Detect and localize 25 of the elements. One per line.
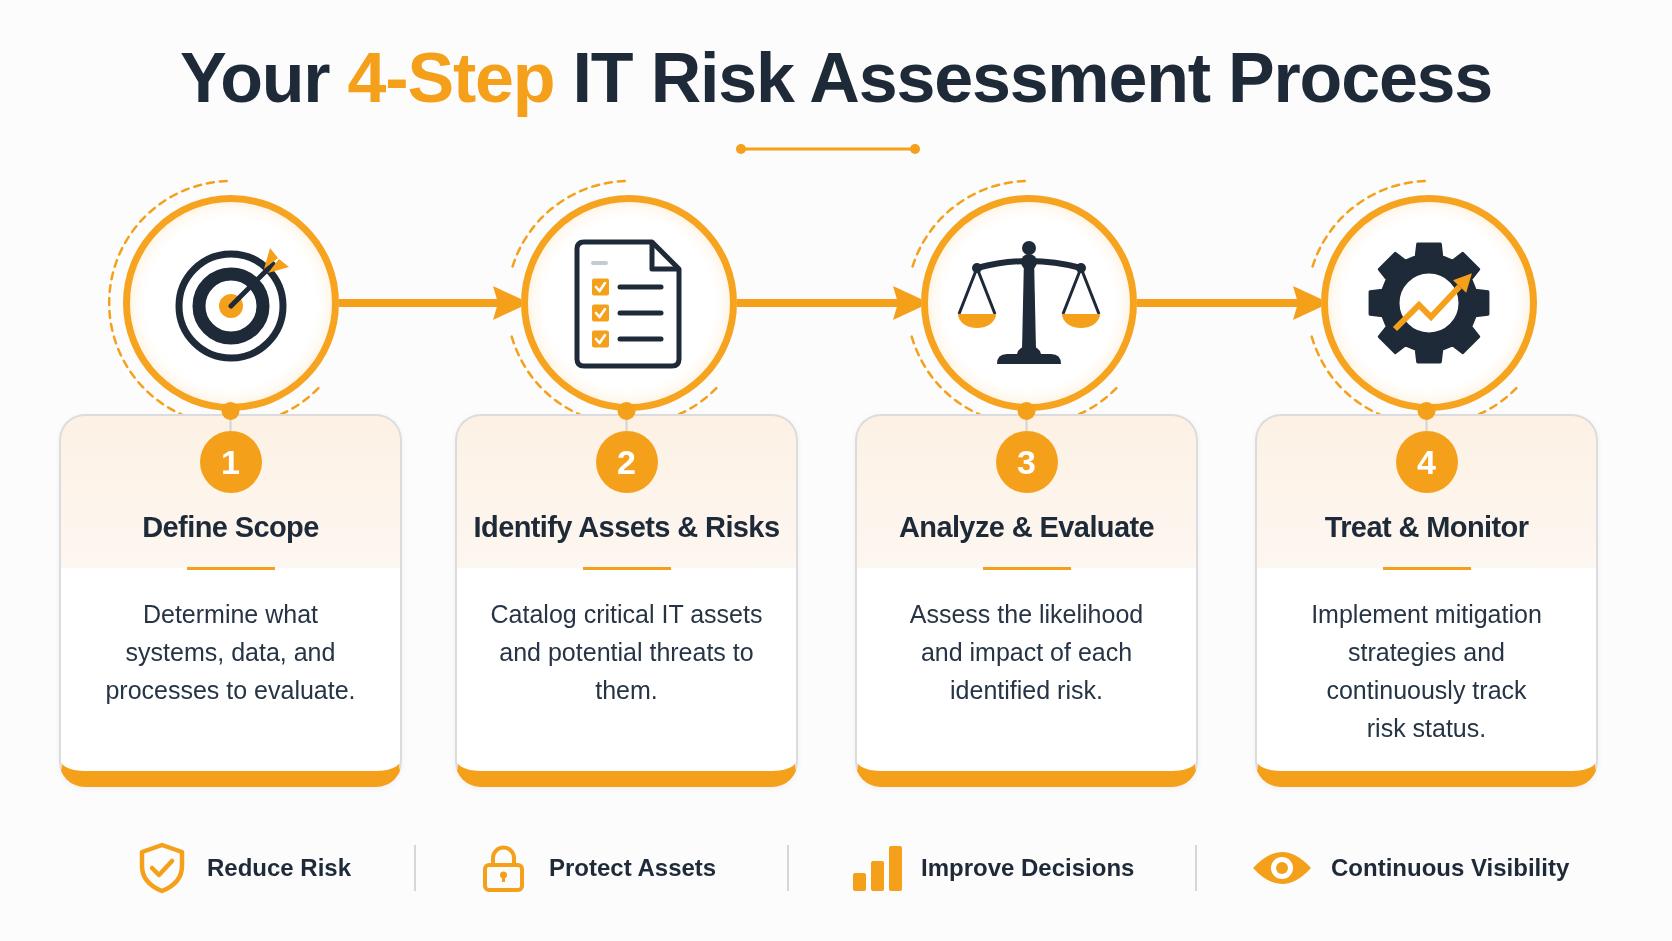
- step-card: [59, 414, 402, 787]
- connector-line: [1017, 402, 1036, 432]
- step-card: [455, 414, 798, 787]
- benefit-label: Protect Assets: [549, 853, 717, 883]
- connector-line: [1417, 402, 1436, 432]
- step-card: [855, 414, 1198, 787]
- title: Your 4-Step IT Risk Assessment Process: [179, 38, 1493, 118]
- step-title: Analyze & Evaluate: [898, 510, 1155, 545]
- step-description: Assess the likelihood and impact of each identified risk.: [908, 599, 1145, 706]
- benefit-label: Improve Decisions: [921, 853, 1135, 883]
- step-number: 1: [221, 444, 240, 480]
- step-title: Treat & Monitor: [1324, 510, 1529, 545]
- connector-line: [221, 402, 240, 432]
- step-description: Determine what systems, data, and processes to evaluate.: [104, 599, 357, 706]
- connector-line: [617, 402, 636, 432]
- step-number: 2: [617, 444, 636, 480]
- step-title: Define Scope: [142, 510, 319, 545]
- step-description: Implement mitigation strategies and continuously track risk status.: [1310, 599, 1543, 744]
- benefit-label: Reduce Risk: [207, 853, 352, 883]
- benefit-label: Continuous Visibility: [1331, 853, 1570, 883]
- step-number: 3: [1017, 444, 1036, 480]
- step-number: 4: [1417, 444, 1436, 480]
- step-card: [1255, 414, 1598, 787]
- step-description: Catalog critical IT assets and potential threats to them.: [489, 599, 764, 706]
- step-title: Identify Assets & Risks: [473, 510, 780, 545]
